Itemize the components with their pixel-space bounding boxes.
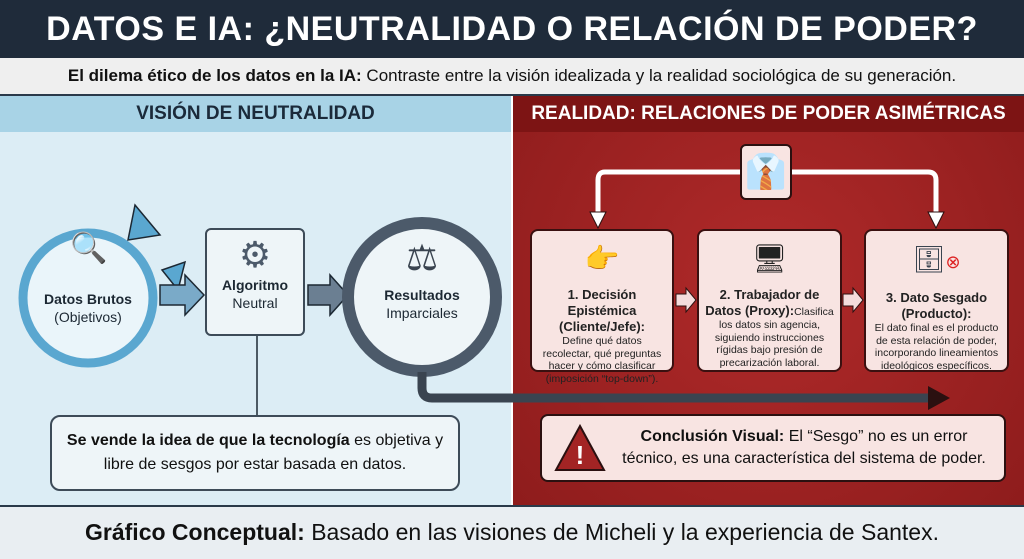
arrow-icon	[307, 273, 350, 317]
step-3: 🗄⊗ 3. Dato Sesgado (Producto):El dato fi…	[864, 229, 1009, 372]
right-header: REALIDAD: RELACIONES DE PODER ASIMÉTRICA…	[513, 96, 1024, 132]
raw-data-cycle	[18, 228, 158, 368]
main-title: DATOS E IA: ¿NEUTRALIDAD O RELACIÓN DE P…	[0, 0, 1024, 58]
magnifier-icon: 🔍	[70, 232, 108, 265]
results-ring	[342, 217, 502, 377]
cycle-arrowhead-icon	[127, 203, 162, 241]
footer: Gráfico Conceptual: Basado en las vision…	[0, 505, 1024, 559]
node-title: Algoritmo	[221, 277, 289, 293]
step-title: 3. Dato Sesgado (Producto):	[885, 290, 988, 321]
conclusion-box: ! Conclusión Visual: El “Sesgo” no es un…	[540, 414, 1006, 482]
node-sub: Imparciales	[386, 305, 458, 321]
step-title: 1. Decisión Epistémica (Cliente/Jefe):	[559, 287, 645, 334]
note-bold: Se vende la idea de que la tecnología	[66, 432, 350, 449]
note-text: es objetiva y libre de sesgos por estar …	[103, 432, 444, 473]
footer-text: Basado en las visiones de Micheli y la e…	[304, 519, 939, 545]
subtitle-bold: El dilema ético de los datos en la IA:	[67, 66, 362, 85]
node-raw-data: 🔍 Datos Brutos (Objetivos)	[30, 234, 146, 326]
node-sub: Neutral	[232, 295, 278, 311]
conclusion-text: El “Sesgo” no es un error técnico, es un…	[622, 428, 986, 467]
node-title: Resultados	[384, 287, 460, 303]
arrow-icon	[159, 273, 206, 317]
step-text: Define qué datos recolectar, qué pregunt…	[542, 335, 662, 385]
step-1: 👉 1. Decisión Epistémica (Cliente/Jefe):…	[530, 229, 674, 385]
svg-text:!: !	[576, 440, 585, 470]
gear-icon: ⚙	[238, 234, 272, 275]
scales-icon: ⚖	[405, 237, 439, 278]
step-text: El dato final es el producto de esta rel…	[874, 322, 999, 372]
boss-icon: 👔	[740, 144, 792, 200]
step-text: Clasifica los datos sin agencia, siguien…	[714, 306, 834, 369]
warning-icon: !	[554, 424, 606, 471]
step-title: 2. Trabajador de Datos (Proxy):	[705, 287, 820, 318]
subtitle-text: Contraste entre la visión idealizada y l…	[361, 66, 957, 85]
pointing-hand-icon: 👉	[584, 243, 620, 274]
node-sub: (Objetivos)	[54, 309, 122, 325]
arrow-icon	[675, 286, 697, 314]
step-2: 🖥 2. Trabajador de Datos (Proxy):Clasifi…	[697, 229, 842, 372]
subtitle: El dilema ético de los datos en la IA: C…	[0, 58, 1024, 96]
conclusion-bold: Conclusión Visual:	[640, 428, 785, 445]
server-error-icon: 🗄⊗	[912, 244, 961, 274]
node-title: Datos Brutos	[44, 291, 132, 307]
stressed-worker-icon: 🖥	[751, 243, 788, 274]
neutrality-note: Se vende la idea de que la tecnología es…	[50, 415, 460, 491]
long-arrowhead-icon	[928, 386, 950, 410]
footer-bold: Gráfico Conceptual:	[85, 519, 305, 545]
left-header: VISIÓN DE NEUTRALIDAD	[0, 96, 511, 132]
arrow-icon	[842, 286, 864, 314]
